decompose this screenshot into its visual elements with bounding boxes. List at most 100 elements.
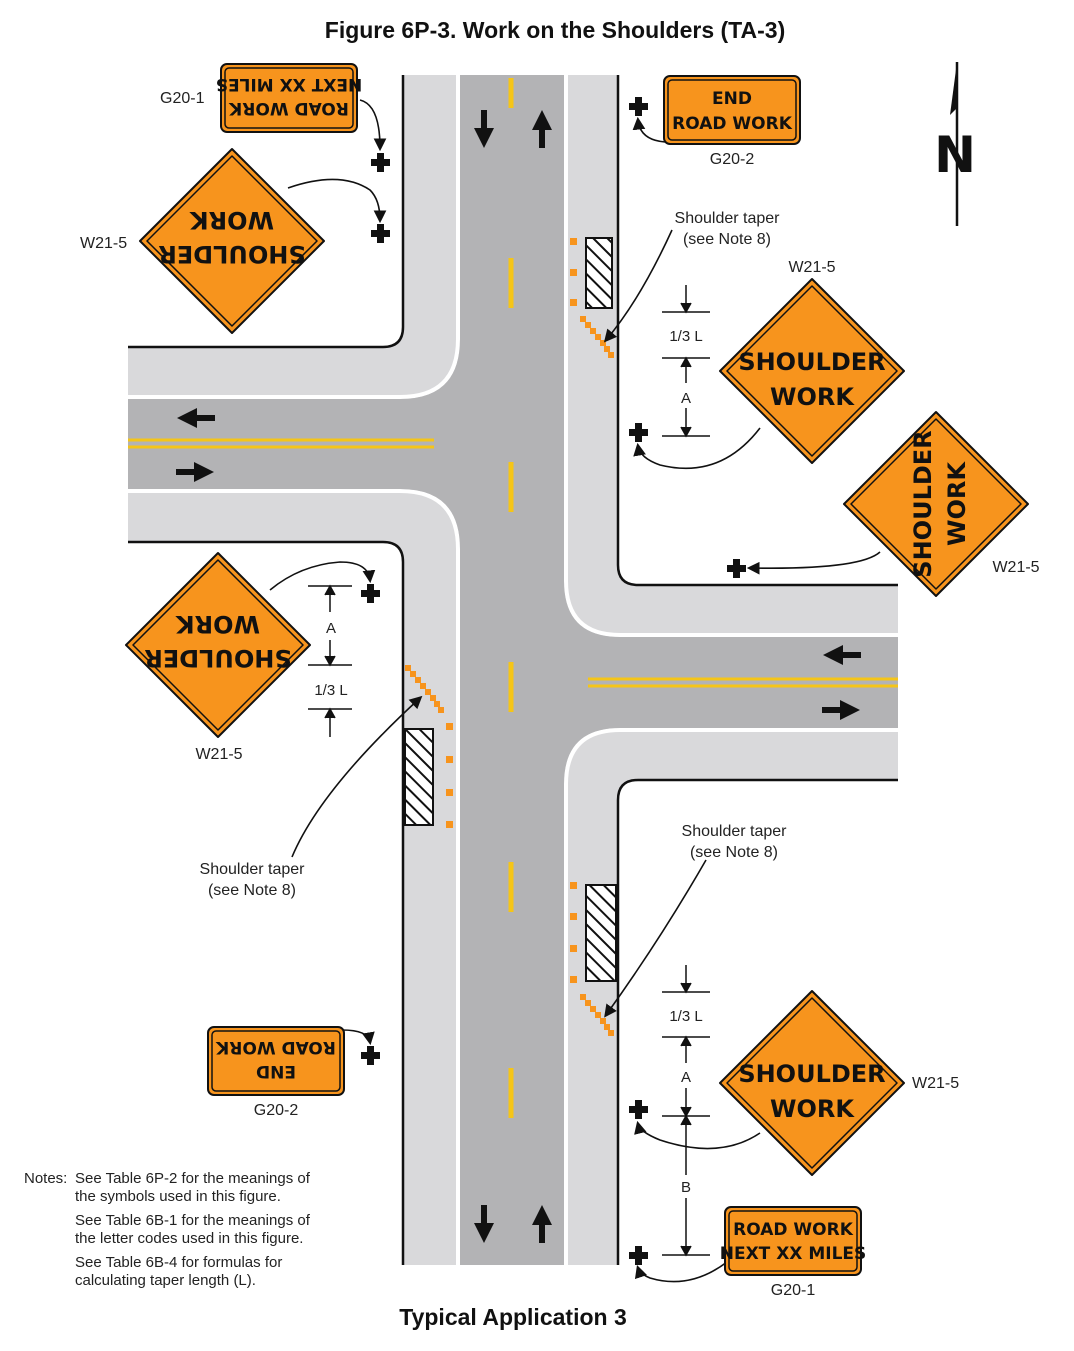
marker-g20-2-bottom xyxy=(361,1046,380,1065)
outer-edge-sw xyxy=(128,540,405,1265)
dimension-lines xyxy=(308,285,710,1257)
notes-heading: Notes: xyxy=(24,1170,67,1187)
sign-g20-2-bottom: END ROAD WORK G20-2 xyxy=(207,1026,345,1119)
sign-g20-1-bottom: ROAD WORK NEXT XX MILES G20-1 xyxy=(720,1206,867,1299)
sign-g20-2-bottom-code: G20-2 xyxy=(254,1102,299,1119)
sign-g20-1-top-line1: ROAD WORK xyxy=(228,98,349,118)
sign-g20-2-top-line2: ROAD WORK xyxy=(672,114,793,134)
marker-w21-5-east xyxy=(727,559,746,578)
edge-line-nw xyxy=(128,75,460,399)
work-area-south xyxy=(585,884,617,982)
sign-w21-5-midleft-line2: WORK xyxy=(175,610,260,638)
sign-w21-5-bottomright-line2: WORK xyxy=(770,1095,855,1123)
dim-third-l-bottom: 1/3 L xyxy=(669,1008,702,1025)
taper-labels: Shoulder taper (see Note 8) Shoulder tap… xyxy=(200,210,788,899)
north-arrow-head xyxy=(950,62,957,115)
note-1b: the symbols used in this figure. xyxy=(75,1188,281,1205)
taper-bottom-label-1: Shoulder taper xyxy=(682,823,788,840)
marker-w21-5-topright xyxy=(629,423,648,442)
arrow-north-top xyxy=(532,110,552,148)
marker-g20-1-top xyxy=(371,153,390,172)
sign-w21-5-topleft-line1: SHOULDER xyxy=(158,240,305,268)
north-arrow: N xyxy=(934,62,976,226)
figure-title: Figure 6P-3. Work on the Shoulders (TA-3… xyxy=(325,17,785,43)
sign-g20-1-bottom-line1: ROAD WORK xyxy=(733,1220,854,1240)
sign-w21-5-east-line1: SHOULDER xyxy=(909,430,937,577)
sign-w21-5-midleft-line1: SHOULDER xyxy=(144,644,291,672)
sign-w21-5-topright: SHOULDER WORK W21-5 xyxy=(719,259,905,464)
note-2b: the letter codes used in this figure. xyxy=(75,1230,303,1247)
edge-line-ne xyxy=(564,75,898,637)
note-2a: See Table 6B-1 for the meanings of xyxy=(75,1212,311,1229)
notes-block: Notes: See Table 6P-2 for the meanings o… xyxy=(24,1170,311,1289)
dim-b-bottom: B xyxy=(681,1179,691,1196)
sign-g20-1-top-code: G20-1 xyxy=(160,90,205,107)
work-area-west xyxy=(404,728,434,826)
marker-g20-2-top xyxy=(629,97,648,116)
centerlines xyxy=(128,78,898,1118)
sign-g20-1-bottom-line2: NEXT XX MILES xyxy=(720,1244,867,1264)
sign-leaders xyxy=(269,99,881,1283)
work-areas xyxy=(404,237,617,982)
taper-bottom-label-2: (see Note 8) xyxy=(690,844,778,861)
arrow-south-bottom xyxy=(474,1205,494,1243)
arrow-west-left xyxy=(177,408,215,428)
sign-w21-5-bottomright-line1: SHOULDER xyxy=(738,1060,885,1088)
edge-line-sw xyxy=(128,489,460,1265)
dim-a-bottom: A xyxy=(681,1069,691,1086)
dim-a-top: A xyxy=(681,390,691,407)
note-3a: See Table 6B-4 for formulas for xyxy=(75,1254,282,1271)
figure-subtitle: Typical Application 3 xyxy=(399,1304,626,1330)
outer-edge-se xyxy=(616,778,898,1265)
sign-w21-5-east-line2: WORK xyxy=(943,461,971,546)
sign-w21-5-east-code: W21-5 xyxy=(992,559,1039,576)
work-area-north xyxy=(585,237,613,309)
lane-arrows xyxy=(176,110,861,1243)
sign-g20-2-top-line1: END xyxy=(712,89,752,109)
dim-third-l-top: 1/3 L xyxy=(669,328,702,345)
outer-edge-nw xyxy=(128,75,405,349)
sign-g20-2-top: END ROAD WORK G20-2 xyxy=(663,75,801,168)
sign-w21-5-topright-line2: WORK xyxy=(770,383,855,411)
sign-g20-2-top-code: G20-2 xyxy=(710,151,755,168)
sign-w21-5-topleft-code: W21-5 xyxy=(80,235,127,252)
note-1a: See Table 6P-2 for the meanings of xyxy=(75,1170,311,1187)
arrow-east-left xyxy=(176,462,214,482)
intersection-core-west xyxy=(128,399,464,489)
marker-w21-5-midleft xyxy=(361,584,380,603)
taper-left-label-1: Shoulder taper xyxy=(200,861,306,878)
east-crossroad-shoulder xyxy=(618,565,898,1265)
arrow-north-bottom xyxy=(532,1205,552,1243)
arrow-west-right xyxy=(823,645,861,665)
sign-g20-1-bottom-code: G20-1 xyxy=(771,1282,816,1299)
channelizing-devices xyxy=(405,238,614,1036)
arrow-east-right xyxy=(822,700,860,720)
sign-g20-1-top-line2: NEXT XX MILES xyxy=(216,74,363,94)
sign-w21-5-topleft: SHOULDER WORK W21-5 xyxy=(80,148,325,334)
sign-g20-2-bottom-line2: ROAD WORK xyxy=(215,1037,336,1057)
dim-third-l-mid: 1/3 L xyxy=(314,682,347,699)
arrow-south-top xyxy=(474,110,494,148)
sign-w21-5-topright-code: W21-5 xyxy=(788,259,835,276)
sign-w21-5-topright-line1: SHOULDER xyxy=(738,348,885,376)
sign-g20-2-bottom-line1: END xyxy=(256,1061,296,1081)
dim-a-mid: A xyxy=(326,620,336,637)
sign-w21-5-east: SHOULDER WORK W21-5 xyxy=(843,411,1040,597)
marker-w21-5-topleft xyxy=(371,224,390,243)
sign-location-markers xyxy=(361,97,746,1265)
taper-top-label-1: Shoulder taper xyxy=(675,210,781,227)
note-3b: calculating taper length (L). xyxy=(75,1272,256,1289)
taper-left-label-2: (see Note 8) xyxy=(208,882,296,899)
outer-edge-ne xyxy=(616,75,898,587)
sign-w21-5-bottomright-code: W21-5 xyxy=(912,1075,959,1092)
edge-line-se xyxy=(564,728,898,1265)
sign-w21-5-midleft: SHOULDER WORK W21-5 xyxy=(125,552,311,763)
sign-w21-5-bottomright: SHOULDER WORK W21-5 xyxy=(719,990,959,1176)
dimension-labels: 1/3 L A A 1/3 L 1/3 L A B xyxy=(314,328,702,1196)
sign-g20-1-top: ROAD WORK NEXT XX MILES G20-1 xyxy=(160,63,363,133)
road-network xyxy=(128,75,898,1265)
taper-top-label-2: (see Note 8) xyxy=(683,231,771,248)
sign-w21-5-topleft-line2: WORK xyxy=(189,206,274,234)
